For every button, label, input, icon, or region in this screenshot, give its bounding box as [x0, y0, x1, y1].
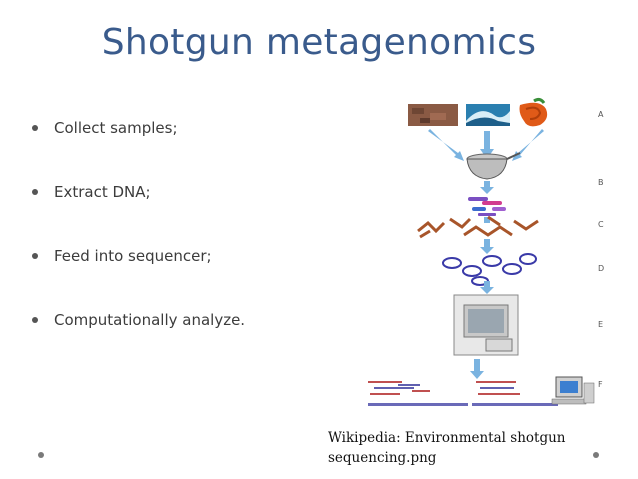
bullet-item: Collect samples;: [30, 106, 245, 170]
step-label-e: E: [598, 320, 603, 329]
bullet-text: Extract DNA;: [54, 183, 151, 201]
bullet-text: Computationally analyze.: [54, 311, 246, 329]
image-caption: Wikipedia: Environmental shotgun sequenc…: [328, 430, 566, 466]
arrow-icon: [480, 239, 494, 254]
metagenomics-figure: A B C D E F: [368, 97, 604, 406]
computer-icon: [551, 376, 595, 405]
bullet-item: Feed into sequencer;: [30, 234, 245, 298]
bullet-dot-icon: [32, 189, 38, 195]
bullet-list: Collect samples; Extract DNA; Feed into …: [30, 106, 245, 362]
step-label-f: F: [598, 380, 603, 389]
dna-circles-icon: [442, 253, 537, 286]
dna-extract-icon: [468, 197, 506, 216]
decorative-dot-icon: [593, 452, 599, 458]
bullet-item: Computationally analyze.: [30, 298, 245, 362]
sequence-reads-icon: [368, 381, 558, 406]
step-label-c: C: [598, 220, 604, 229]
bullet-item: Extract DNA;: [30, 170, 245, 234]
step-label-d: D: [598, 264, 604, 273]
bullet-dot-icon: [32, 317, 38, 323]
step-label-b: B: [598, 178, 604, 187]
sequencer-machine-icon: [453, 294, 519, 356]
arrow-icon: [480, 281, 494, 294]
bullet-dot-icon: [32, 253, 38, 259]
bullet-dot-icon: [32, 125, 38, 131]
ocean-wave-icon: [466, 104, 510, 126]
decorative-dot-icon: [38, 452, 44, 458]
bullet-text: Feed into sequencer;: [54, 247, 212, 265]
filter-strainer-icon: [466, 152, 521, 180]
soil-sample-icon: [408, 104, 458, 126]
dna-fragments-icon: [417, 215, 539, 239]
arrow-icon: [480, 181, 494, 194]
slide-title: Shotgun metagenomics: [101, 22, 537, 63]
arrow-icon: [470, 359, 484, 379]
step-label-a: A: [598, 110, 604, 119]
bullet-text: Collect samples;: [54, 119, 178, 137]
arrow-icon: [484, 217, 490, 223]
gut-organ-icon: [519, 97, 548, 127]
